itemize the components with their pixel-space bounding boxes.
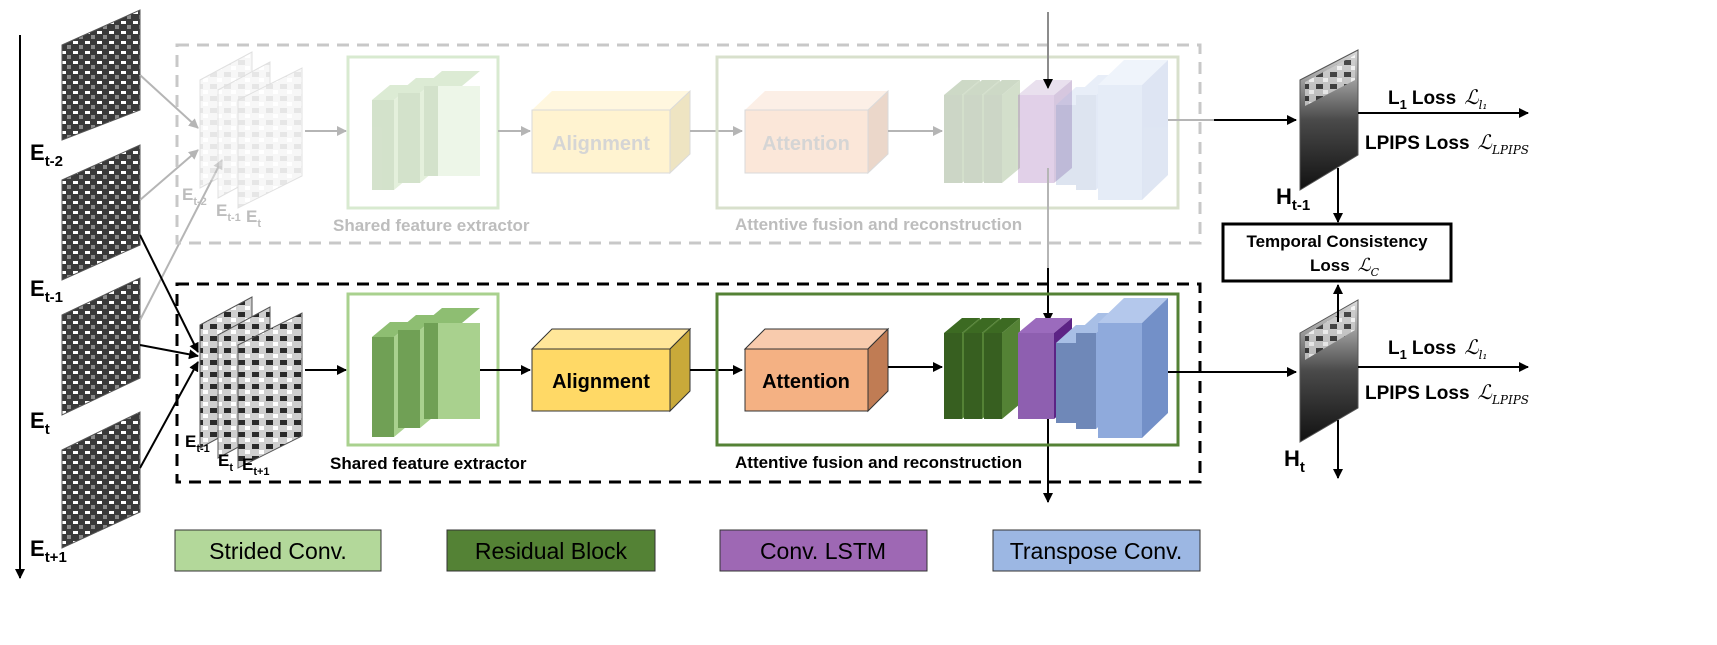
- curr-fusion-box: [715, 292, 1180, 447]
- legend-swatch-transpose: [992, 529, 1201, 572]
- input-label-3: Et: [30, 408, 50, 438]
- curr-stack-label-2: Et: [218, 451, 233, 474]
- legend-swatch-residual: [446, 529, 656, 572]
- legend-swatch-lstm: [719, 529, 928, 572]
- curr-input-stack: [199, 296, 303, 469]
- legend-label-strided: Strided Conv.: [209, 538, 347, 564]
- prev-extractor-box: [346, 55, 500, 210]
- legend-label-residual: Residual Block: [475, 538, 628, 564]
- curr-fusion-caption: Attentive fusion and reconstruction: [735, 453, 1022, 472]
- curr-strided-convs: [372, 308, 480, 437]
- prev-transpose-blocks: [1056, 60, 1168, 200]
- curr-stack-label-1: Et-1: [185, 432, 210, 455]
- arrow-e-t-to-prev: [139, 159, 223, 321]
- prev-stack-label-3: Et: [246, 207, 261, 230]
- prev-branch-frame: [175, 43, 1202, 245]
- curr-branch-frame: [175, 282, 1202, 484]
- prev-output-label: Ht-1: [1276, 184, 1310, 214]
- prev-residual-blocks: [944, 80, 1020, 183]
- temporal-consistency-box: [1221, 222, 1453, 283]
- curr-transpose-blocks: [1056, 298, 1168, 438]
- input-frame-2: [61, 144, 141, 281]
- temporal-line1: Temporal Consistency: [1246, 232, 1428, 251]
- input-label-4: Et+1: [30, 536, 67, 566]
- arrow-e-t1-to-prev: [139, 149, 199, 201]
- prev-fusion-box: [715, 55, 1180, 210]
- curr-stack-label-3: Et+1: [242, 455, 270, 478]
- prev-stack-label-1: Et-2: [182, 185, 207, 208]
- curr-alignment-block: [530, 327, 692, 413]
- prev-attention-label: Attention: [762, 133, 850, 155]
- curr-output-frame: [1299, 299, 1359, 443]
- curr-attention-label: Attention: [762, 371, 850, 393]
- arrow-e-t+1-to-curr: [139, 361, 199, 469]
- curr-attention-block: [743, 327, 890, 413]
- input-frame-1: [61, 9, 141, 141]
- legend-swatch-strided: [174, 529, 382, 572]
- prev-strided-convs: [372, 71, 480, 190]
- prev-extractor-caption: Shared feature extractor: [333, 216, 530, 235]
- curr-extractor-caption: Shared feature extractor: [330, 454, 527, 473]
- prev-output-frame: [1299, 49, 1359, 191]
- prev-alignment-block: [531, 89, 691, 175]
- input-label-2: Et-1: [30, 276, 63, 306]
- arrow-e-t-to-curr: [139, 344, 199, 360]
- legend-label-transpose: Transpose Conv.: [1010, 538, 1183, 564]
- legend-label-lstm: Conv. LSTM: [760, 538, 886, 564]
- prev-stack-label-2: Et-1: [216, 201, 241, 224]
- input-label-1: Et-2: [30, 140, 63, 170]
- curr-alignment-label: Alignment: [552, 371, 650, 393]
- arrow-e-t1-to-curr: [139, 234, 199, 353]
- prev-attention-block: [744, 89, 889, 175]
- curr-output-label: Ht: [1284, 446, 1305, 476]
- legend: Strided Conv. Residual Block Conv. LSTM …: [174, 529, 1201, 572]
- prev-alignment-label: Alignment: [552, 133, 650, 155]
- input-frame-4: [61, 411, 141, 549]
- prev-input-stack: [199, 51, 303, 209]
- prev-fusion-caption: Attentive fusion and reconstruction: [735, 215, 1022, 234]
- arrow-e-t2-to-prev: [139, 74, 199, 129]
- input-frame-3: [61, 277, 141, 416]
- curr-residual-blocks: [944, 318, 1020, 419]
